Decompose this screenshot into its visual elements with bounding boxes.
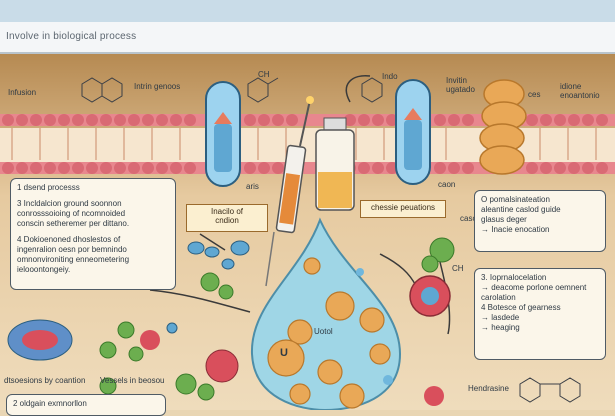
box-left-line: 4 Dokioenoned dhoslestos of <box>17 235 121 244</box>
box-left-line: conrosssoioing of ncomnoided <box>17 209 126 218</box>
tag-chessie-line1: chessie peuations <box>370 203 436 212</box>
transport-channel-left <box>205 81 241 187</box>
browser-toolbar <box>0 0 615 23</box>
tag-chessie: chessie peuations <box>360 200 446 218</box>
label-invitin-ugatado: Invitin ugatado <box>446 76 475 95</box>
label-intrin-genoos: Intrin genoos <box>134 82 181 91</box>
title-bar: Involve in biological process <box>0 22 615 54</box>
box-right-bottom-line: 3. Ioprnalocelation <box>481 273 547 282</box>
box-right-top-line: → Inacie enocation <box>481 225 550 234</box>
caption-hendrasine: Hendrasine <box>468 384 509 393</box>
process-box-left: 1 dsend processs 3 Incldalcion ground so… <box>10 178 176 290</box>
label-idione: idione enoantonio <box>560 82 600 101</box>
label-caon: caon <box>438 180 456 189</box>
caption-vessels: Vessels in beosou <box>100 376 165 385</box>
box-right-bottom-line: 4 Botesce of gearness <box>481 303 561 312</box>
box-right-bottom-line: carolation <box>481 293 516 302</box>
droplet-label: Uotol <box>314 327 333 336</box>
box-left-line: 3 Incldalcion ground soonnon <box>17 199 122 208</box>
box-right-bottom-line: → heaging <box>481 323 520 332</box>
box-left-line: 1 dsend processs <box>17 183 80 192</box>
box-right-bottom-line: → lasdede <box>481 313 520 322</box>
vial <box>315 117 355 211</box>
syringe <box>265 96 314 287</box>
box-right-bottom-line: → deacome porlone oemnent <box>481 283 587 292</box>
box-left-line: ingenralion oesn por bemnindo <box>17 245 127 254</box>
box-left-line: omnonvironiting enneometering <box>17 255 130 264</box>
transport-channel-right <box>395 79 431 185</box>
molecule-structures <box>81 77 581 403</box>
label-indo: Indo <box>382 72 398 81</box>
page-title: Involve in biological process <box>6 31 137 42</box>
process-box-bottom: 2 oldgain exmnorllon <box>6 394 166 416</box>
illustration-canvas: Infusion Intrin genoos CH Indo Invitin u… <box>0 54 615 416</box>
process-box-right-bottom: 3. Ioprnalocelation → deacome porlone oe… <box>474 268 606 360</box>
label-ch-top: CH <box>258 70 270 79</box>
label-infusion: Infusion <box>8 88 37 97</box>
label-ch-right: CH <box>452 264 464 273</box>
box-right-top-line: aleantine caslod guide <box>481 205 561 214</box>
droplet-letter: U <box>280 347 288 359</box>
caption-bottom-left: dtsoesions by coantion <box>4 376 86 385</box>
label-ces: ces <box>528 90 541 99</box>
box-right-top-line: O pomalsinateation <box>481 195 550 204</box>
biology-illustration <box>0 75 615 410</box>
process-box-right-top: O pomalsinateation aleantine caslod guid… <box>474 190 606 252</box>
tag-inacilo-line1: Inacilo of <box>210 207 244 216</box>
label-cascion: cascion <box>460 214 487 223</box>
box-right-top-line: glasus deger <box>481 215 527 224</box>
box-bottom-line: 2 oldgain exmnorllon <box>13 399 87 408</box>
protein-cluster <box>479 79 527 175</box>
box-left-line: ielooontongeiy. <box>17 265 71 274</box>
label-aris: aris <box>246 182 259 191</box>
box-left-line: conscin setheremer per dittano. <box>17 219 130 228</box>
tag-inacilo: Inacilo of cndion <box>186 204 268 232</box>
droplet <box>250 217 402 410</box>
tag-inacilo-line2: cndion <box>215 216 239 226</box>
cell-decorations <box>7 237 455 406</box>
